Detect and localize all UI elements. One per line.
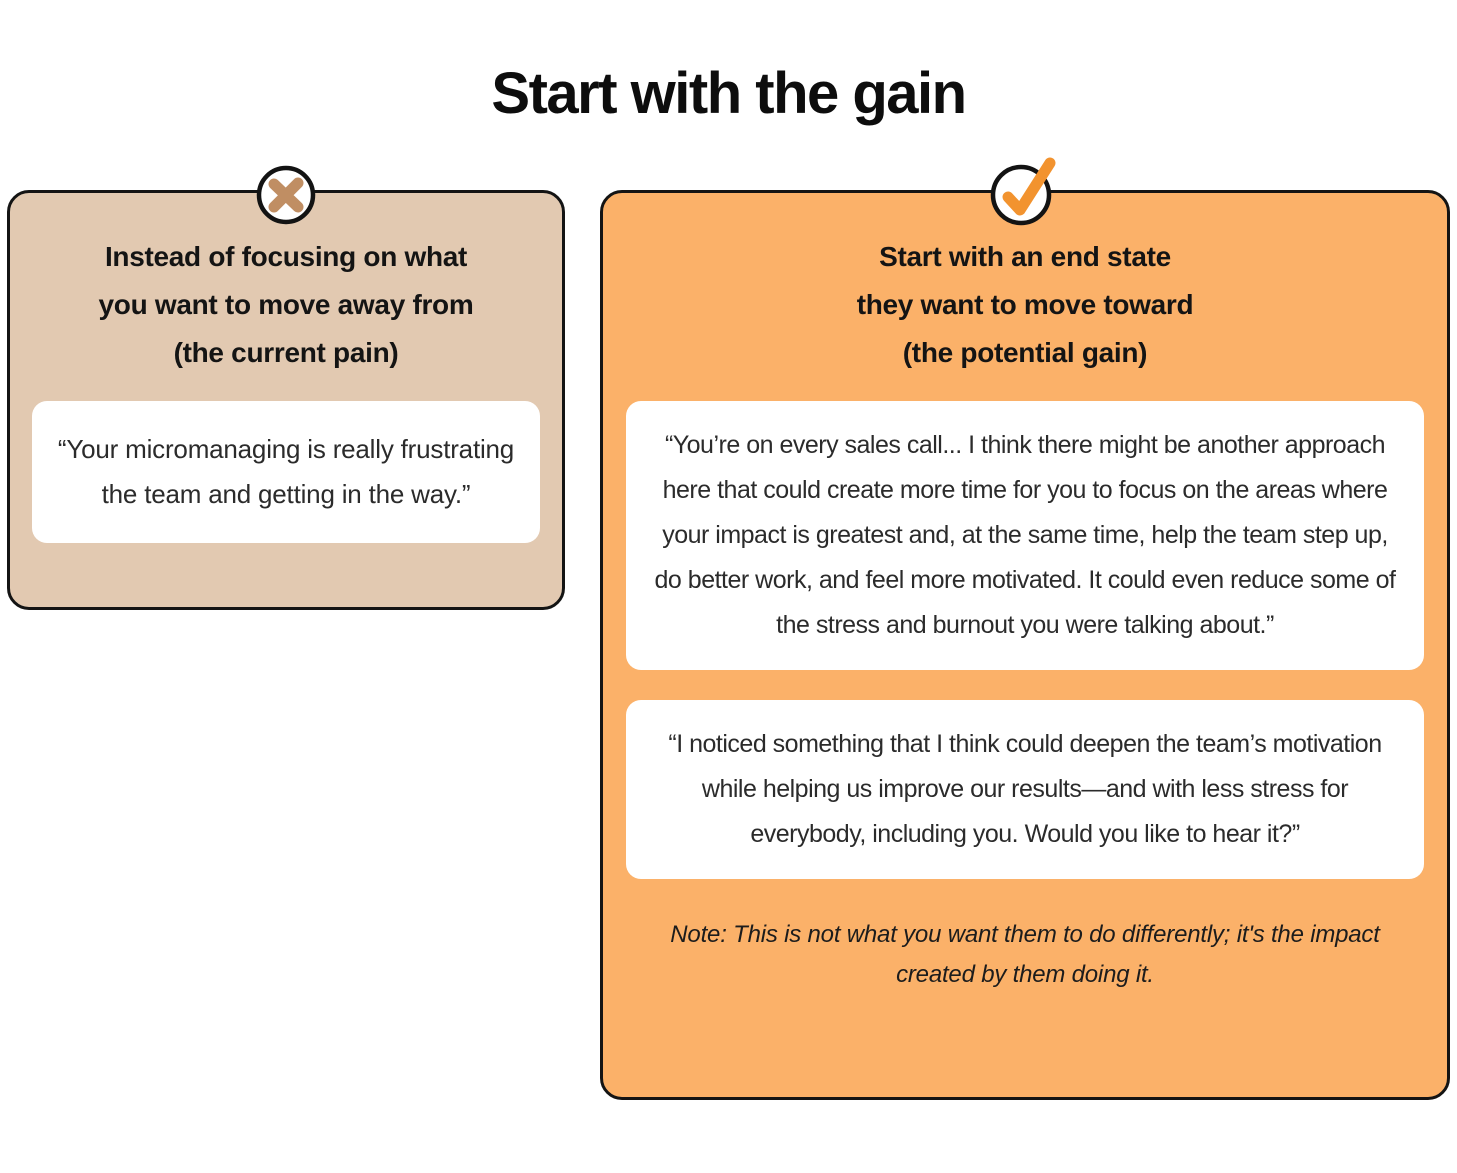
note-text: Note: This is not what you want them to … <box>670 921 1380 988</box>
dont-heading: Instead of focusing on what you want to … <box>26 233 546 377</box>
dont-panel: Instead of focusing on what you want to … <box>7 165 565 610</box>
dont-quote-card: “Your micromanaging is really frustratin… <box>32 401 540 543</box>
do-heading-line-2: they want to move toward <box>856 289 1194 320</box>
do-heading-line-3: (the potential gain) <box>902 337 1148 368</box>
dont-heading-line-2: you want to move away from <box>98 289 474 320</box>
check-mark-icon <box>982 145 1068 231</box>
x-mark-icon <box>254 163 318 227</box>
dont-quote-text: “Your micromanaging is really frustratin… <box>57 434 515 509</box>
dont-heading-line-1: Instead of focusing on what <box>104 241 468 272</box>
page-title: Start with the gain <box>491 61 967 126</box>
dont-heading-line-3: (the current pain) <box>173 337 399 368</box>
do-heading-line-1: Start with an end state <box>879 241 1171 272</box>
do-quote-text-1: “You’re on every sales call... I think t… <box>654 431 1396 639</box>
do-quote-text-2: “I noticed something that I think could … <box>668 730 1382 848</box>
do-quote-card-1: “You’re on every sales call... I think t… <box>626 401 1424 670</box>
do-heading: Start with an end state they want to mov… <box>619 233 1431 377</box>
do-quote-card-2: “I noticed something that I think could … <box>626 700 1424 879</box>
do-panel: Start with an end state they want to mov… <box>600 157 1450 1100</box>
